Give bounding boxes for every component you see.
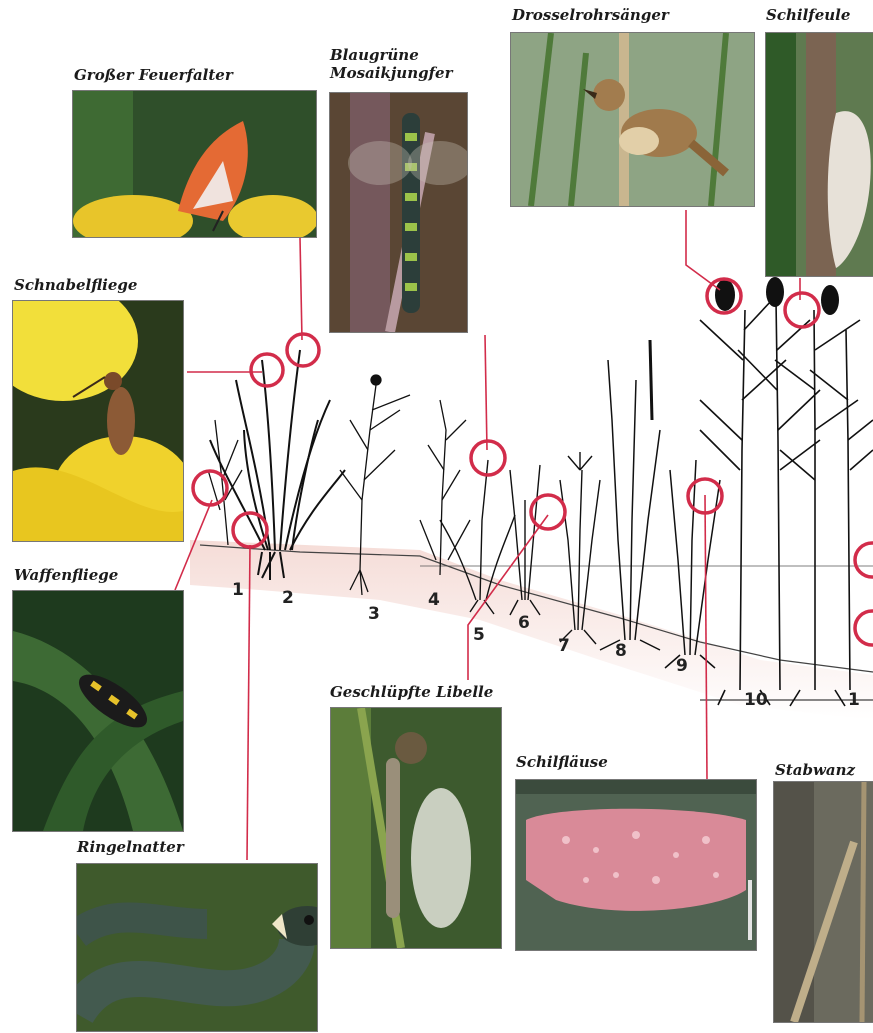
- callout-line-schilflaeuse: [705, 495, 707, 780]
- photo-geschluepfte-libelle: [330, 707, 502, 949]
- title-schilflaeuse: Schilfläuse: [516, 753, 608, 771]
- reed-stand: [700, 300, 873, 706]
- callout-line-mosaikjungfer: [485, 335, 487, 450]
- callout-line-ringelnatter: [247, 545, 250, 860]
- photo-stabwanze: [773, 781, 873, 1023]
- photo-schilflaeuse: [515, 779, 757, 951]
- title-ringelnatter: Ringelnatter: [77, 838, 184, 856]
- zone-number-8: 8: [615, 641, 627, 661]
- circle-feuerfalter: [287, 334, 319, 366]
- photo-schnabelfliege: [12, 300, 184, 542]
- title-geschluepfte-libelle: Geschlüpfte Libelle: [330, 683, 493, 701]
- title-schilfeule: Schilfeule: [766, 6, 850, 24]
- zone-number-3: 3: [368, 604, 380, 624]
- title-waffenfliege: Waffenfliege: [14, 566, 118, 584]
- plant-4: [420, 400, 470, 575]
- photo-mosaikjungfer: [329, 92, 468, 333]
- title-mosaikjungfer-line2: Mosaikjungfer: [330, 64, 453, 82]
- photo-feuerfalter: [72, 90, 317, 238]
- zone-number-11: 1: [848, 690, 860, 710]
- zone-number-7: 7: [558, 636, 570, 656]
- photo-drosselrohrsaenger: [510, 32, 755, 207]
- photo-ringelnatter: [76, 863, 318, 1032]
- circle-right-edge-1: [855, 543, 873, 577]
- photo-schilfeule: [765, 32, 873, 277]
- zone-number-1: 1: [232, 580, 244, 600]
- zone-number-6: 6: [518, 613, 530, 633]
- zone-number-10: 10: [744, 690, 768, 710]
- zone-number-9: 9: [676, 656, 688, 676]
- title-stabwanze: Stabwanz: [775, 761, 855, 779]
- circle-schilfeule: [785, 293, 819, 327]
- title-mosaikjungfer-line1: Blaugrüne: [330, 46, 419, 64]
- circle-schnabelfliege: [251, 354, 283, 386]
- photo-waffenfliege: [12, 590, 184, 832]
- callout-line-drossel: [686, 210, 720, 290]
- plant-8: [600, 340, 660, 650]
- zone-number-4: 4: [428, 590, 440, 610]
- title-drosselrohrsaenger: Drosselrohrsänger: [512, 6, 669, 24]
- title-feuerfalter: Großer Feuerfalter: [74, 66, 233, 84]
- callout-line-feuerfalter: [300, 238, 302, 340]
- title-schnabelfliege: Schnabelfliege: [14, 276, 137, 294]
- circle-right-edge-2: [855, 611, 873, 645]
- zone-number-2: 2: [282, 588, 294, 608]
- circle-mosaikjungfer: [471, 441, 505, 475]
- zone-number-5: 5: [473, 625, 485, 645]
